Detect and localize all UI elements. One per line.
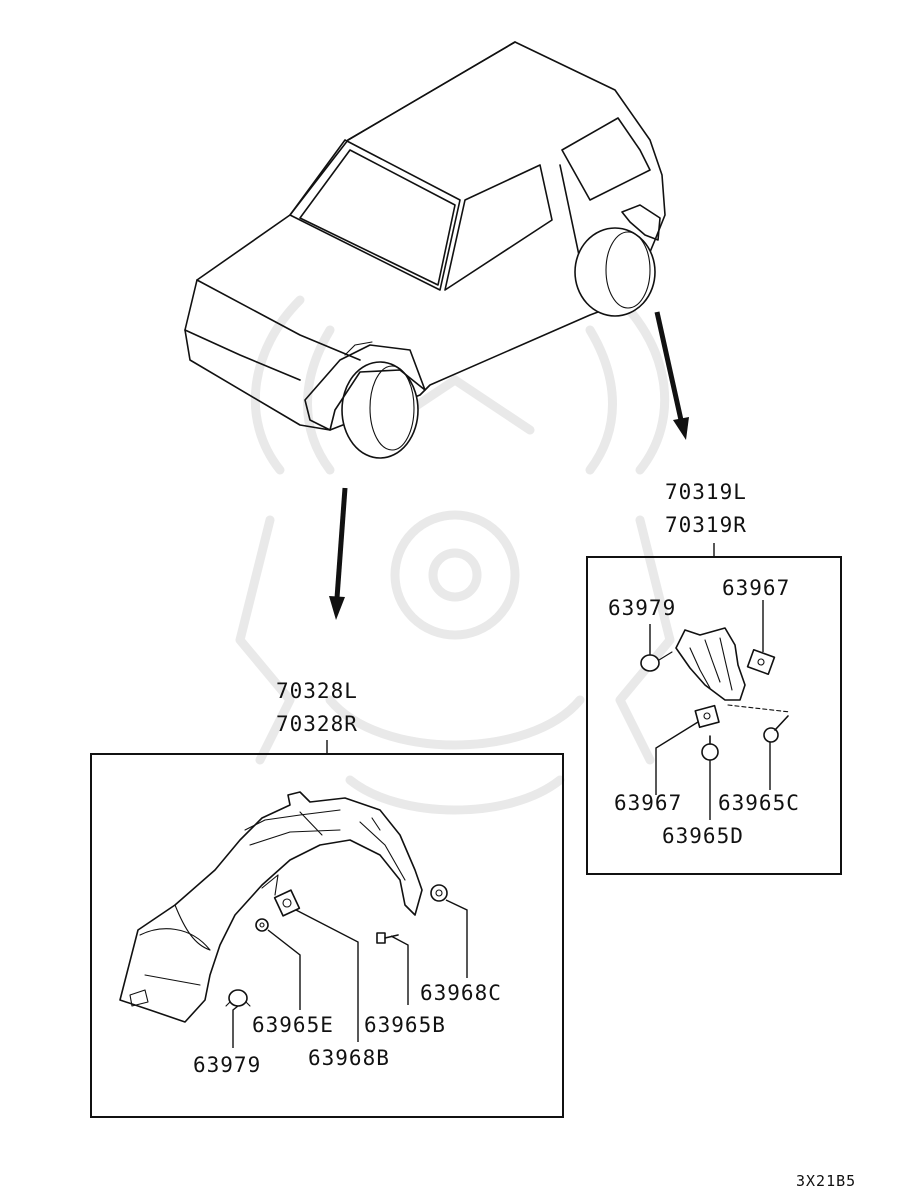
front-assembly-label-left: 70328L [276, 679, 358, 703]
rear-assembly-label-left: 70319L [665, 480, 747, 504]
clip-63968c-icon [430, 884, 448, 902]
rear-fender-liner [675, 627, 791, 713]
part-number-63965b: 63965B [364, 1013, 446, 1037]
rear-assembly-label-right: 70319R [665, 513, 747, 537]
nut-63968b-icon [273, 889, 301, 917]
part-number-63965d: 63965D [662, 824, 744, 848]
part-number-63965c: 63965C [718, 791, 800, 815]
front-fender-liner [119, 791, 423, 1023]
arrow-to-rear-liner [654, 311, 689, 440]
rear-assembly: 70319L 70319R [586, 480, 842, 875]
screw-63965e-icon [255, 918, 269, 932]
part-number-63965e: 63965E [252, 1013, 334, 1037]
diagram-id-code: 3X21B5 [796, 1172, 856, 1187]
part-number-63968b: 63968B [308, 1046, 390, 1070]
part-number-63967-bottom: 63967 [614, 791, 682, 815]
part-number-63968c: 63968C [420, 981, 502, 1005]
bolt-63965c-icon [763, 715, 789, 743]
grommet-63979-icon [225, 989, 251, 1007]
nut-63967-bottom-icon [694, 704, 720, 729]
part-number-63979-front: 63979 [193, 1053, 261, 1077]
arrow-to-front-liner [329, 487, 348, 620]
part-number-63979-rear: 63979 [608, 596, 676, 620]
nut-63967-top-icon [746, 648, 776, 676]
front-assembly: 70328L 70328R [90, 679, 564, 1118]
front-assembly-label-right: 70328R [276, 712, 358, 736]
vehicle-illustration [184, 41, 666, 459]
watermark-emblem [235, 295, 675, 815]
grommet-63979-rear-icon [640, 651, 673, 672]
part-number-63967-top: 63967 [722, 576, 790, 600]
screw-63965d-icon [701, 735, 719, 761]
